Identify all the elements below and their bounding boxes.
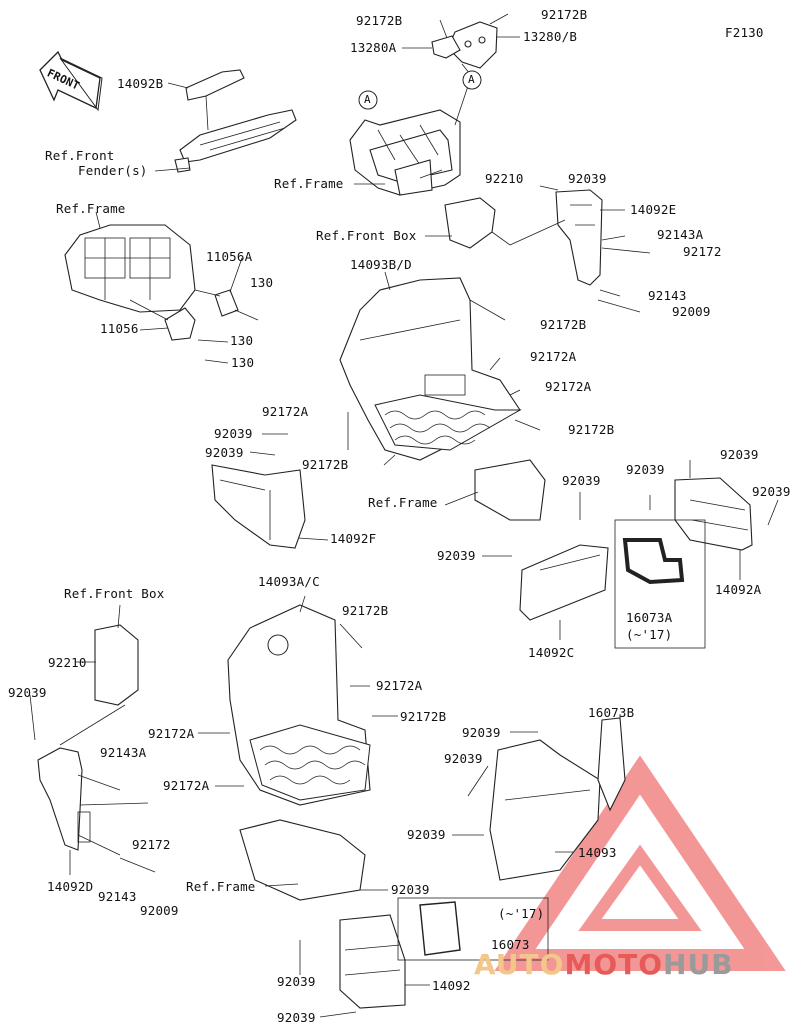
- diagram-code: F2130: [725, 25, 764, 40]
- part-14092c-drawing: [482, 492, 609, 640]
- part-label-92039[interactable]: 92039: [562, 473, 601, 488]
- part-label-92172b[interactable]: 92172B: [540, 317, 587, 332]
- part-label-13280a[interactable]: 13280A: [350, 40, 397, 55]
- part-label-16073b[interactable]: 16073B: [588, 705, 635, 720]
- callout-a-left-label: A: [364, 93, 371, 106]
- bracket-13280-drawing: [402, 13, 520, 75]
- part-label-92143[interactable]: 92143: [648, 288, 687, 303]
- ref-front-fender-line1: Ref.Front: [45, 148, 115, 163]
- ref-frame-label: Ref.Frame: [56, 201, 126, 216]
- part-label-130[interactable]: 130: [231, 355, 255, 370]
- part-label-92039[interactable]: 92039: [391, 882, 430, 897]
- part-label-92210[interactable]: 92210: [48, 655, 87, 670]
- ref-frame-label: Ref.Frame: [368, 495, 438, 510]
- part-label-92172b[interactable]: 92172B: [568, 422, 615, 437]
- part-label-14092[interactable]: 14092: [432, 978, 471, 993]
- part-16073-drawing: [397, 897, 549, 961]
- part-label-92172b[interactable]: 92172B: [302, 457, 349, 472]
- part-14093-drawing: [452, 714, 626, 881]
- part-note-16073a: (~'17): [626, 627, 673, 642]
- part-label-92039[interactable]: 92039: [568, 171, 607, 186]
- part-label-92039[interactable]: 92039: [437, 548, 476, 563]
- part-label-92172[interactable]: 92172: [132, 837, 171, 852]
- part-label-92039[interactable]: 92039: [8, 685, 47, 700]
- part-label-92039[interactable]: 92039: [720, 447, 759, 462]
- part-label-14092e[interactable]: 14092E: [630, 202, 677, 217]
- part-14093bd-drawing: [339, 271, 546, 521]
- part-14093ac-drawing: [198, 595, 398, 901]
- part-label-92172a[interactable]: 92172A: [163, 778, 210, 793]
- part-label-14092f[interactable]: 14092F: [330, 531, 377, 546]
- callout-a-right: [462, 70, 482, 90]
- callout-a-right-label: A: [468, 73, 475, 86]
- watermark-moto: MOTO: [564, 948, 664, 981]
- part-label-16073[interactable]: 16073: [491, 937, 530, 952]
- ref-front-fender-line2: Fender(s): [78, 163, 148, 178]
- part-label-92172a[interactable]: 92172A: [148, 726, 195, 741]
- part-label-16073a[interactable]: 16073A: [626, 610, 673, 625]
- ref-front-box-label: Ref.Front Box: [316, 228, 417, 243]
- part-label-11056[interactable]: 11056: [100, 321, 139, 336]
- part-label-92039[interactable]: 92039: [277, 974, 316, 989]
- part-label-92172b[interactable]: 92172B: [541, 7, 588, 22]
- part-label-92009[interactable]: 92009: [672, 304, 711, 319]
- watermark-triangle-logo: [494, 755, 786, 971]
- part-label-92039[interactable]: 92039: [277, 1010, 316, 1025]
- ref-frame-label: Ref.Frame: [274, 176, 344, 191]
- part-14092e-drawing: [425, 185, 651, 313]
- part-label-92172b[interactable]: 92172B: [356, 13, 403, 28]
- part-label-92172b[interactable]: 92172B: [342, 603, 389, 618]
- part-label-92172a[interactable]: 92172A: [376, 678, 423, 693]
- part-label-92039[interactable]: 92039: [205, 445, 244, 460]
- part-label-14092d[interactable]: 14092D: [47, 879, 94, 894]
- part-label-92039[interactable]: 92039: [462, 725, 501, 740]
- part-label-130[interactable]: 130: [250, 275, 274, 290]
- ref-frame-label: Ref.Frame: [186, 879, 256, 894]
- part-label-92172a[interactable]: 92172A: [545, 379, 592, 394]
- frame-left-drawing: [64, 211, 259, 364]
- part-label-14093[interactable]: 14093: [578, 845, 617, 860]
- front-arrow-sign: [39, 50, 103, 112]
- part-14092b-drawing: [154, 69, 297, 173]
- part-label-92210[interactable]: 92210: [485, 171, 524, 186]
- watermark-hub: HUB: [663, 948, 734, 981]
- part-label-92143a[interactable]: 92143A: [100, 745, 147, 760]
- part-label-92009[interactable]: 92009: [140, 903, 179, 918]
- part-note-16073: (~'17): [498, 906, 545, 921]
- part-14092f-drawing: [211, 433, 329, 549]
- part-label-92039[interactable]: 92039: [626, 462, 665, 477]
- part-label-14093ac[interactable]: 14093A/C: [258, 574, 320, 589]
- part-label-92039[interactable]: 92039: [752, 484, 791, 499]
- callout-a-left: [358, 90, 378, 110]
- part-label-14092c[interactable]: 14092C: [528, 645, 575, 660]
- part-label-13280b[interactable]: 13280/B: [523, 29, 578, 44]
- part-label-92039[interactable]: 92039: [444, 751, 483, 766]
- part-14092a-drawing: [649, 460, 779, 580]
- part-label-11056a[interactable]: 11056A: [206, 249, 253, 264]
- part-label-14093bd[interactable]: 14093B/D: [350, 257, 412, 272]
- ref-front-box-label: Ref.Front Box: [64, 586, 165, 601]
- part-label-130[interactable]: 130: [230, 333, 254, 348]
- part-label-14092a[interactable]: 14092A: [715, 582, 762, 597]
- frame-a-drawing: [349, 79, 471, 196]
- part-16073a-drawing: [614, 519, 706, 649]
- part-14092-drawing: [299, 889, 430, 1018]
- watermark-auto: AUTO: [474, 948, 565, 981]
- watermark-logo: AUTOMOTOHUB: [474, 948, 734, 981]
- part-14092d-drawing: [29, 604, 156, 875]
- part-label-92172a[interactable]: 92172A: [530, 349, 577, 364]
- part-label-92039[interactable]: 92039: [407, 827, 446, 842]
- part-label-92143a[interactable]: 92143A: [657, 227, 704, 242]
- part-label-92039[interactable]: 92039: [214, 426, 253, 441]
- part-label-92172a[interactable]: 92172A: [262, 404, 309, 419]
- part-label-92143[interactable]: 92143: [98, 889, 137, 904]
- part-label-14092b[interactable]: 14092B: [117, 76, 164, 91]
- part-label-92172[interactable]: 92172: [683, 244, 722, 259]
- part-label-92172b[interactable]: 92172B: [400, 709, 447, 724]
